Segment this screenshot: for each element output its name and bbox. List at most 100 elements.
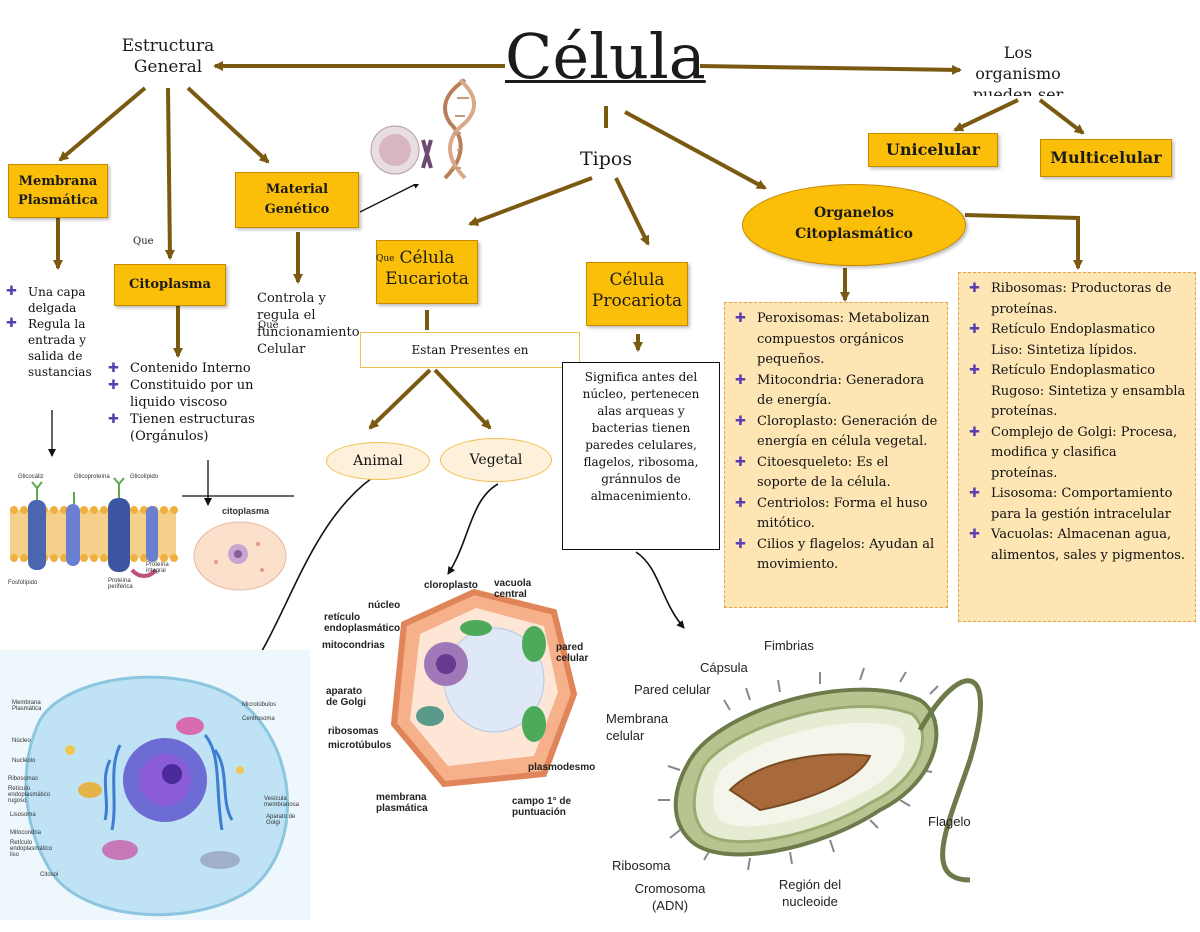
prokaryote-label: Flagelo xyxy=(928,814,971,829)
significa-box: Significa antes del núcleo, pertenecen a… xyxy=(562,362,720,550)
plant-cell-label: pared celular xyxy=(556,642,589,664)
animal-cell-label: Núcleo xyxy=(12,738,31,744)
list-item: ✚Cloroplasto: Generación de energía en c… xyxy=(735,413,938,450)
animal-cell-illustration xyxy=(0,650,310,920)
cytoplasm-illustration xyxy=(193,521,287,591)
eucariota-label: Célula Eucariota xyxy=(385,248,469,289)
animal-cell-label: Citosol xyxy=(40,872,59,878)
bullet-arrow-icon: ✚ xyxy=(6,284,17,299)
procariota-label: Célula Procariota xyxy=(591,270,683,311)
membrane-label: Proteína integral xyxy=(146,562,169,574)
eucariota-box: Que Célula Eucariota xyxy=(376,240,478,304)
membrane-label: Glicolípido xyxy=(130,474,159,480)
plant-cell-label: membrana plasmática xyxy=(376,792,428,814)
bullet-arrow-icon: ✚ xyxy=(6,316,17,331)
membrana-list: ✚Una capa delgada ✚Regula la entrada y s… xyxy=(4,284,96,380)
list-item: ✚Peroxisomas: Metabolizan compuestos org… xyxy=(735,311,930,367)
animal-cell-label: Aparato de Golgi xyxy=(266,814,296,826)
plant-cell-label: núcleo xyxy=(368,600,401,611)
multicelular-box: Multicelular xyxy=(1040,139,1172,177)
dna-illustration xyxy=(365,78,503,184)
list-item: ✚Complejo de Golgi: Procesa, modifica y … xyxy=(969,424,1178,481)
estructura-label: Estructura General xyxy=(121,36,215,77)
list-item: ✚Vacuolas: Almacenan agua, alimentos, sa… xyxy=(969,527,1186,563)
bullet-arrow-icon: ✚ xyxy=(735,372,746,388)
list-item: ✚Tienen estructuras (Orgánulos) xyxy=(108,412,255,444)
animal-cell-label: Centrosoma xyxy=(242,716,275,722)
membrane-label: Glicoproteína xyxy=(74,474,110,480)
plant-cell-illustration xyxy=(384,584,584,794)
membrane-label: Fosfolípido xyxy=(8,580,38,586)
list-item: ✚Retículo Endoplasmatico Rugoso: Sinteti… xyxy=(969,363,1186,419)
list-item: ✚Constituido por un liquido viscoso xyxy=(108,378,254,410)
bullet-arrow-icon: ✚ xyxy=(735,311,746,326)
list-item: ✚Centriolos: Forma el huso mitótico. xyxy=(735,495,928,532)
tipos-label: Tipos xyxy=(580,148,633,170)
bullet-arrow-icon: ✚ xyxy=(735,536,746,552)
prokaryote-label: Fimbrias xyxy=(764,638,814,653)
bullet-arrow-icon: ✚ xyxy=(969,424,980,440)
animal-cell-label: Membrana Plasmática xyxy=(12,700,42,712)
membrane-illustration xyxy=(4,470,182,596)
organismos-label: Los organismo pueden ser xyxy=(972,43,1064,96)
que-label-2: Que xyxy=(376,254,395,264)
plant-cell-label: ribosomas xyxy=(328,726,379,737)
bullet-arrow-icon: ✚ xyxy=(969,322,980,337)
animal-cell-label: Nucléolo xyxy=(12,758,36,764)
bullet-arrow-icon: ✚ xyxy=(969,486,980,501)
plant-cell-label: retículo endoplasmático xyxy=(324,612,401,634)
animal-cell-label: Lisosoma xyxy=(10,812,36,818)
membrane-label: Glicocáliz xyxy=(18,474,44,480)
prokaryote-label: Región del nucleoide xyxy=(778,877,842,909)
list-item: ✚Cilios y flagelos: Ayudan al movimiento… xyxy=(735,536,935,573)
plant-cell-label: vacuola central xyxy=(494,578,532,600)
list-item: ✚Regula la entrada y salida de sustancia… xyxy=(6,316,92,379)
organelos-left-panel: ✚Peroxisomas: Metabolizan compuestos org… xyxy=(724,302,948,608)
procariota-box: Célula Procariota xyxy=(586,262,688,326)
prokaryote-label: Membrana celular xyxy=(606,711,669,743)
plant-cell-label: plasmodesmo xyxy=(528,762,596,773)
prokaryote-label: Cápsula xyxy=(700,660,748,675)
membrane-label: Proteína periférica xyxy=(108,578,133,590)
plant-cell-label: mitocondrias xyxy=(322,640,385,651)
page-title: Célula xyxy=(505,20,706,93)
plant-cell-label: microtúbulos xyxy=(328,740,392,751)
que-label-3: Que xyxy=(258,320,279,331)
prokaryote-illustration xyxy=(658,667,983,883)
animal-cell-label: Retículo endoplasmático rugoso xyxy=(8,786,51,804)
animal-cell-label: Retículo endoplasmático liso xyxy=(10,840,53,858)
list-item: ✚Ribosomas: Productoras de proteínas. xyxy=(969,281,1172,317)
cytoplasm-illustration-label: citoplasma xyxy=(222,506,270,516)
citoplasma-list: ✚Contenido Interno ✚Constituido por un l… xyxy=(106,360,256,445)
citoplasma-box: Citoplasma xyxy=(114,264,226,306)
prokaryote-label: Ribosoma xyxy=(612,858,671,873)
bullet-arrow-icon: ✚ xyxy=(108,378,119,393)
estan-box: Estan Presentes en xyxy=(360,332,580,368)
list-item: ✚Lisosoma: Comportamiento para la gestió… xyxy=(969,486,1173,522)
bullet-arrow-icon: ✚ xyxy=(969,527,980,542)
bullet-arrow-icon: ✚ xyxy=(735,495,746,511)
list-item: ✚Citoesqueleto: Es el soporte de la célu… xyxy=(735,454,891,491)
bullet-arrow-icon: ✚ xyxy=(969,281,980,296)
animal-cell-label: Ribosomas xyxy=(8,776,39,782)
membrana-box: Membrana Plasmática xyxy=(8,164,108,218)
material-box: Material Genético xyxy=(235,172,359,228)
bullet-arrow-icon: ✚ xyxy=(969,363,980,378)
vegetal-oval: Vegetal xyxy=(440,438,552,482)
animal-cell-label: Vesícula membranosa xyxy=(264,796,300,808)
animal-oval: Animal xyxy=(326,442,430,480)
animal-cell-label: Mitocondria xyxy=(10,830,42,836)
organelos-oval: Organelos Citoplasmático xyxy=(742,184,966,266)
organelos-right-panel: ✚Ribosomas: Productoras de proteínas. ✚R… xyxy=(958,272,1196,622)
bullet-arrow-icon: ✚ xyxy=(108,412,119,427)
bullet-arrow-icon: ✚ xyxy=(735,413,746,429)
unicelular-box: Unicelular xyxy=(868,133,998,167)
animal-cell-label: Microtúbulos xyxy=(242,702,277,708)
list-item: ✚Una capa delgada xyxy=(6,284,86,315)
plant-cell-label: campo 1° de puntuación xyxy=(512,796,572,818)
prokaryote-label: Pared celular xyxy=(634,682,711,697)
bullet-arrow-icon: ✚ xyxy=(108,361,119,376)
que-label-1: Que xyxy=(133,236,154,247)
list-item: ✚Contenido Interno xyxy=(108,361,251,376)
